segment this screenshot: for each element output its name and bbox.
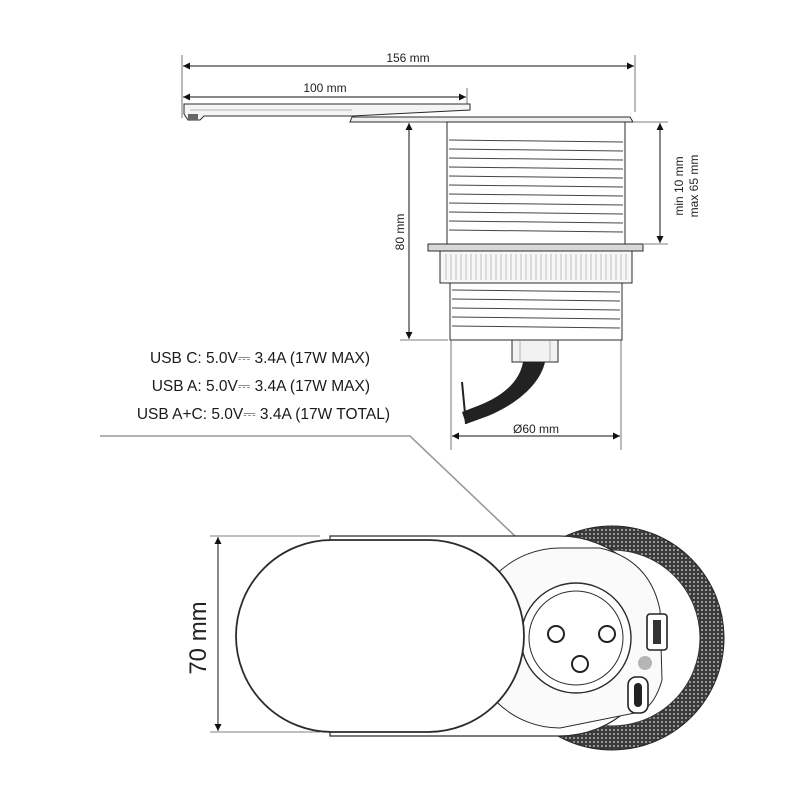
usb-c-spec: USB C: 5.0V⎓ 3.4A (17W MAX) (150, 350, 370, 367)
clamp-range-min-label: min 10 mm (672, 156, 686, 215)
clamp-range-max-label: max 65 mm (687, 155, 701, 218)
thread-line (448, 175, 624, 179)
usb-a-spec: USB A: 5.0V⎓ 3.4A (17W MAX) (152, 378, 370, 395)
usb-specs: USB C: 5.0V⎓ 3.4A (17W MAX) USB A: 5.0V⎓… (137, 350, 390, 423)
overall-length-label: 156 mm (386, 51, 429, 65)
socket-earth-pin (571, 655, 589, 673)
thread-line (448, 166, 624, 170)
cable-gland (511, 339, 559, 363)
lid-top (235, 539, 525, 733)
thread-line (451, 325, 621, 329)
diameter-label: Ø60 mm (513, 422, 559, 436)
clamp-nut-flange (427, 243, 644, 252)
thread-line (448, 229, 624, 233)
thread-line (448, 157, 624, 161)
thread-line (451, 298, 621, 302)
top-view: 70 mm (185, 525, 725, 751)
thread-line (448, 211, 624, 215)
lid-length-label: 100 mm (303, 81, 346, 95)
top-plate (349, 116, 634, 123)
side-view: 156 mm 100 mm 80 mm (181, 51, 701, 450)
thread-line (448, 139, 624, 143)
thread-line (451, 307, 621, 311)
lid-side (183, 103, 471, 121)
thread-line (448, 220, 624, 224)
leader-target-dot (638, 656, 652, 670)
thread-line (448, 148, 624, 152)
cable-icon (462, 362, 545, 424)
thread-line (448, 193, 624, 197)
usb-ac-spec: USB A+C: 5.0V⎓ 3.4A (17W TOTAL) (137, 406, 390, 423)
width-label: 70 mm (185, 601, 212, 674)
threaded-body (446, 121, 626, 245)
socket-pin-right (598, 625, 616, 643)
socket-pin-left (547, 625, 565, 643)
thread-line (451, 316, 621, 320)
thread-line (451, 289, 621, 293)
body-height-label: 80 mm (393, 214, 407, 251)
lower-body (449, 282, 623, 341)
thread-line (448, 202, 624, 206)
thread-line (448, 184, 624, 188)
